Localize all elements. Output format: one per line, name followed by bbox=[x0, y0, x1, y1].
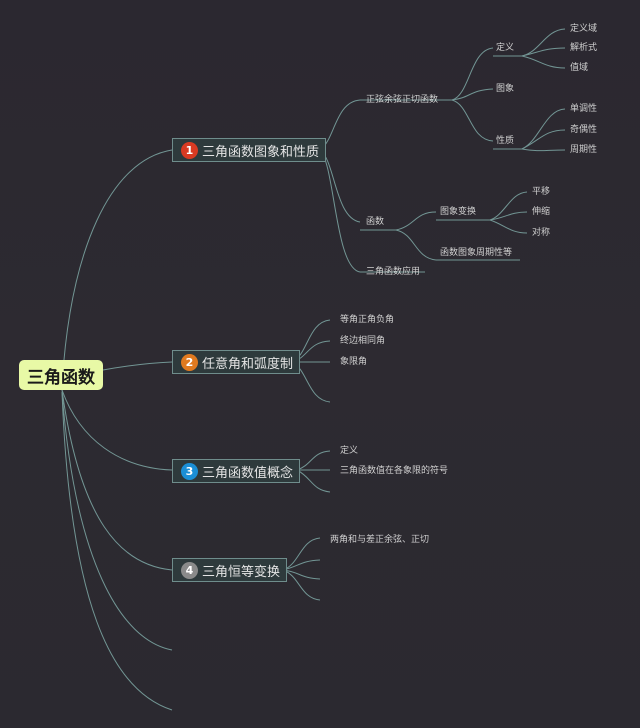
topic-quadrant-signs[interactable]: 三角函数值在各象限的符号 bbox=[340, 466, 449, 476]
topic-sum-diff-formulas[interactable]: 两角和与差正余弦、正切 bbox=[330, 535, 430, 545]
topic-quadrant-angle[interactable]: 象限角 bbox=[340, 357, 368, 367]
branch-2-topic[interactable]: 2 任意角和弧度制 bbox=[172, 350, 301, 374]
connector-root-branch2 bbox=[102, 361, 173, 371]
connector-dingyi-2 bbox=[521, 47, 566, 57]
connector-bianhuan-1 bbox=[489, 191, 528, 221]
connector-dingyi-1 bbox=[521, 28, 566, 57]
connector-root-branch4 bbox=[61, 389, 173, 571]
topic-coterminal-angle[interactable]: 终边相同角 bbox=[340, 336, 386, 346]
branch-3-label: 三角函数值概念 bbox=[202, 465, 294, 481]
topic-definition[interactable]: 定义 bbox=[496, 43, 515, 53]
topic-expression[interactable]: 解析式 bbox=[570, 43, 598, 53]
connector-b4-4 bbox=[282, 569, 321, 601]
topic-graph-periodicity[interactable]: 函数图象周期性等 bbox=[440, 248, 513, 258]
connector-b4-3 bbox=[282, 569, 321, 580]
topic-range[interactable]: 值域 bbox=[570, 63, 589, 73]
topic-domain[interactable]: 定义域 bbox=[570, 24, 598, 34]
branch-3-badge: 3 bbox=[181, 462, 198, 480]
branch-4-topic[interactable]: 4 三角恒等变换 bbox=[172, 558, 288, 582]
connector-root-branch3 bbox=[61, 389, 173, 471]
connector-dingyi-3 bbox=[521, 55, 566, 69]
topic-parity[interactable]: 奇偶性 bbox=[570, 125, 598, 135]
connector-sub1-xingzhi bbox=[451, 99, 494, 142]
topic-equal-pos-neg-angle[interactable]: 等角正角负角 bbox=[340, 315, 395, 325]
connector-sub1-dingyi bbox=[451, 47, 494, 101]
connector-root-branch1 bbox=[61, 149, 173, 387]
connector-b4-1 bbox=[282, 537, 321, 571]
branch-4-label: 三角恒等变换 bbox=[202, 564, 281, 580]
branch-4-badge: 4 bbox=[181, 561, 198, 579]
topic-function[interactable]: 函数 bbox=[366, 217, 385, 227]
topic-properties[interactable]: 性质 bbox=[496, 136, 515, 146]
branch-2-badge: 2 bbox=[181, 353, 198, 371]
connector-root-empty2 bbox=[61, 391, 173, 711]
branch-3-topic[interactable]: 3 三角函数值概念 bbox=[172, 459, 301, 483]
connector-hanshu-1 bbox=[395, 211, 437, 231]
root-topic[interactable]: 三角函数 bbox=[19, 360, 103, 390]
branch-1-topic[interactable]: 1 三角函数图象和性质 bbox=[172, 138, 327, 162]
connector-xingzhi-2 bbox=[521, 129, 566, 150]
branch-1-badge: 1 bbox=[181, 141, 198, 159]
topic-value-definition[interactable]: 定义 bbox=[340, 446, 359, 456]
connector-b4-2 bbox=[282, 559, 321, 571]
connector-b1-sub3 bbox=[319, 149, 361, 273]
connector-b3-1 bbox=[296, 450, 331, 471]
connector-sub1-tuxiang bbox=[451, 88, 494, 101]
connector-hanshu-2 bbox=[395, 229, 437, 261]
topic-translation[interactable]: 平移 bbox=[532, 187, 551, 197]
connector-root-empty1 bbox=[61, 391, 173, 651]
connector-xingzhi-3 bbox=[521, 148, 566, 152]
topic-graph[interactable]: 图象 bbox=[496, 84, 515, 94]
topic-graph-transform[interactable]: 图象变换 bbox=[440, 207, 477, 217]
topic-monotonicity[interactable]: 单调性 bbox=[570, 104, 598, 114]
connector-xingzhi-1 bbox=[521, 108, 566, 150]
topic-sin-cos-tan[interactable]: 正弦余弦正切函数 bbox=[366, 95, 439, 105]
topic-stretch[interactable]: 伸缩 bbox=[532, 207, 551, 217]
topic-periodicity[interactable]: 周期性 bbox=[570, 145, 598, 155]
connector-bianhuan-2 bbox=[489, 211, 528, 221]
branch-2-label: 任意角和弧度制 bbox=[202, 356, 294, 372]
connector-bianhuan-3 bbox=[489, 219, 528, 234]
connector-b3-3 bbox=[296, 469, 331, 493]
branch-1-label: 三角函数图象和性质 bbox=[202, 144, 320, 160]
topic-application[interactable]: 三角函数应用 bbox=[366, 267, 421, 277]
topic-symmetry[interactable]: 对称 bbox=[532, 228, 551, 238]
